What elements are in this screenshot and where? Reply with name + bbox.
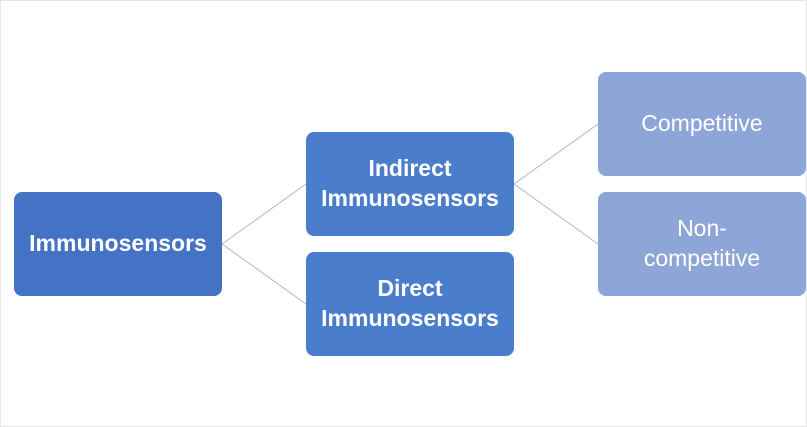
node-competitive: Competitive [598, 72, 806, 176]
node-label: Competitive [641, 110, 763, 137]
node-label: Indirect Immunosensors [321, 155, 499, 211]
node-label: Direct Immunosensors [321, 275, 499, 331]
node-direct-immunosensors: Direct Immunosensors [306, 252, 514, 356]
connector-indirect-noncompetitive [513, 183, 599, 245]
connector-root-direct [221, 243, 307, 305]
node-label: Non-competitive [643, 215, 761, 271]
node-non-competitive: Non-competitive [598, 192, 806, 296]
connector-root-indirect [221, 183, 307, 245]
node-label: Immunosensors [29, 230, 207, 257]
connector-indirect-competitive [513, 123, 599, 185]
node-indirect-immunosensors: Indirect Immunosensors [306, 132, 514, 236]
node-immunosensors: Immunosensors [14, 192, 222, 296]
